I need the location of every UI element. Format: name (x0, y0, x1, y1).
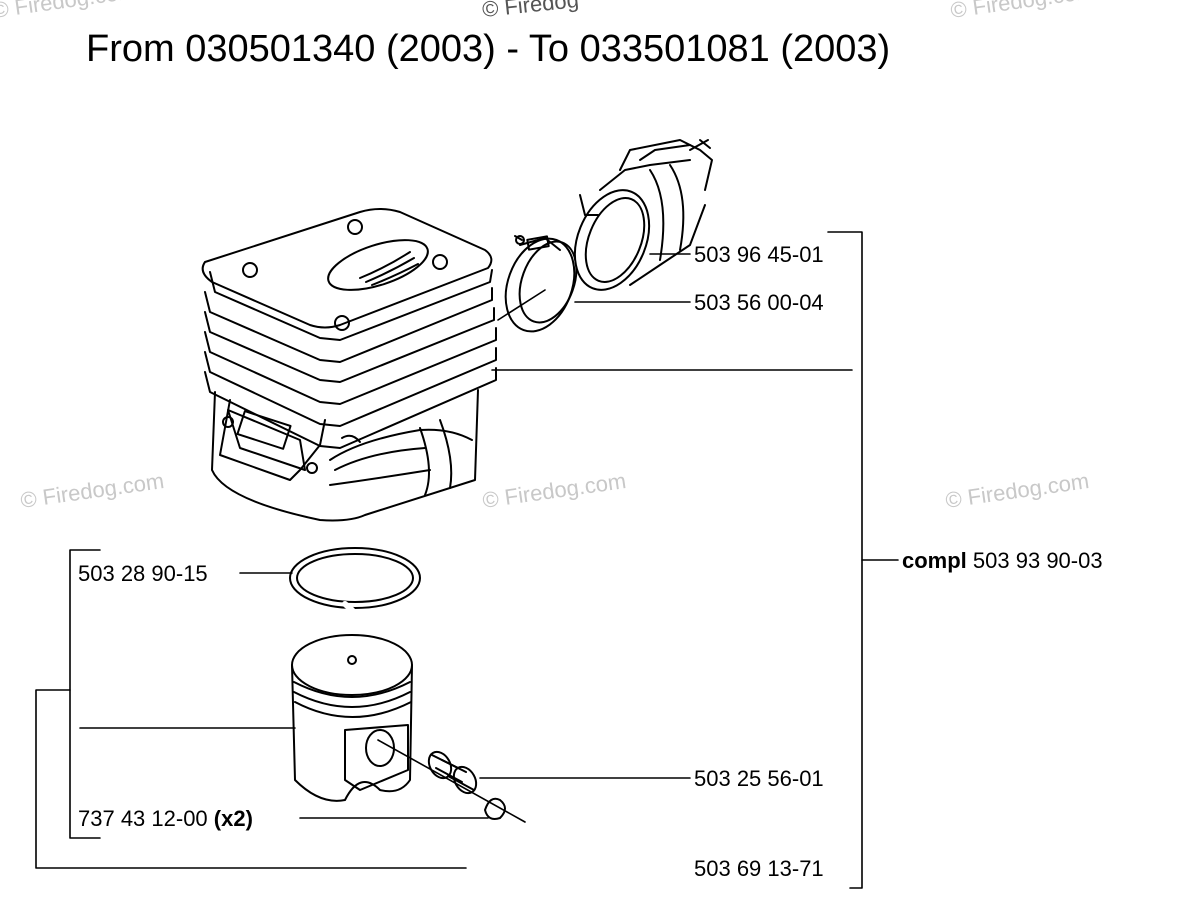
circlip-illustration (484, 797, 506, 820)
circlip-quantity: (x2) (213, 806, 253, 831)
intake-boot-illustration (573, 139, 713, 291)
part-label-circlip: 737 43 12-00 (x2) (78, 808, 253, 830)
piston-ring-illustration (289, 547, 421, 613)
cylinder-illustration (201, 208, 497, 522)
part-label-clamp: 503 56 00-04 (694, 290, 824, 315)
part-label-needle-bearing: 503 25 56-01 (694, 766, 824, 791)
part-label-intake-boot: 503 96 45-01 (694, 242, 824, 267)
page-title: From 030501340 (2003) - To 033501081 (20… (86, 28, 891, 70)
part-label-complete: compl 503 93 90-03 (902, 550, 1103, 572)
circlip-number: 737 43 12-00 (78, 806, 208, 831)
complete-prefix: compl (902, 548, 967, 573)
part-label-piston-ring: 503 28 90-15 (78, 561, 208, 586)
complete-number: 503 93 90-03 (972, 548, 1103, 573)
clamp-illustration (504, 235, 578, 333)
needle-bearing-illustration (427, 750, 478, 795)
part-label-piston-kit: 503 69 13-71 (694, 856, 824, 881)
piston-illustration (291, 634, 413, 802)
